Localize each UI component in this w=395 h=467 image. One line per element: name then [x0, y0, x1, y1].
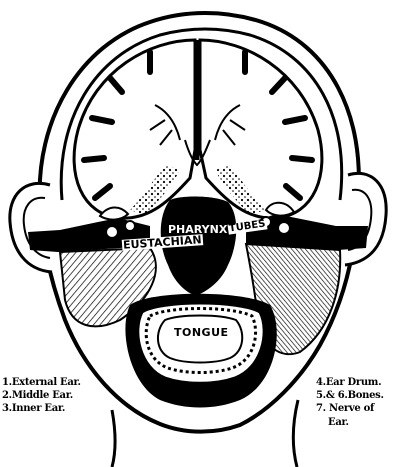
- legend-item-middle-ear: 2.Middle Ear.: [2, 391, 73, 401]
- legend-item-external-ear: 1.External Ear.: [2, 378, 81, 388]
- right-ear: [345, 173, 386, 265]
- legend-item-inner-ear: 3.Inner Ear.: [2, 404, 65, 414]
- legend-item-bones: 5.& 6.Bones.: [316, 391, 384, 401]
- legend-item-ear: Ear.: [328, 418, 349, 428]
- legend-item-ear-drum: 4.Ear Drum.: [316, 378, 381, 388]
- tongue-label: TONGUE: [174, 327, 229, 338]
- pharynx-label: PHARYNX: [168, 224, 227, 235]
- left-ear: [10, 183, 52, 272]
- legend-item-nerve-of: 7. Nerve of: [316, 404, 374, 414]
- tongue: [158, 316, 242, 363]
